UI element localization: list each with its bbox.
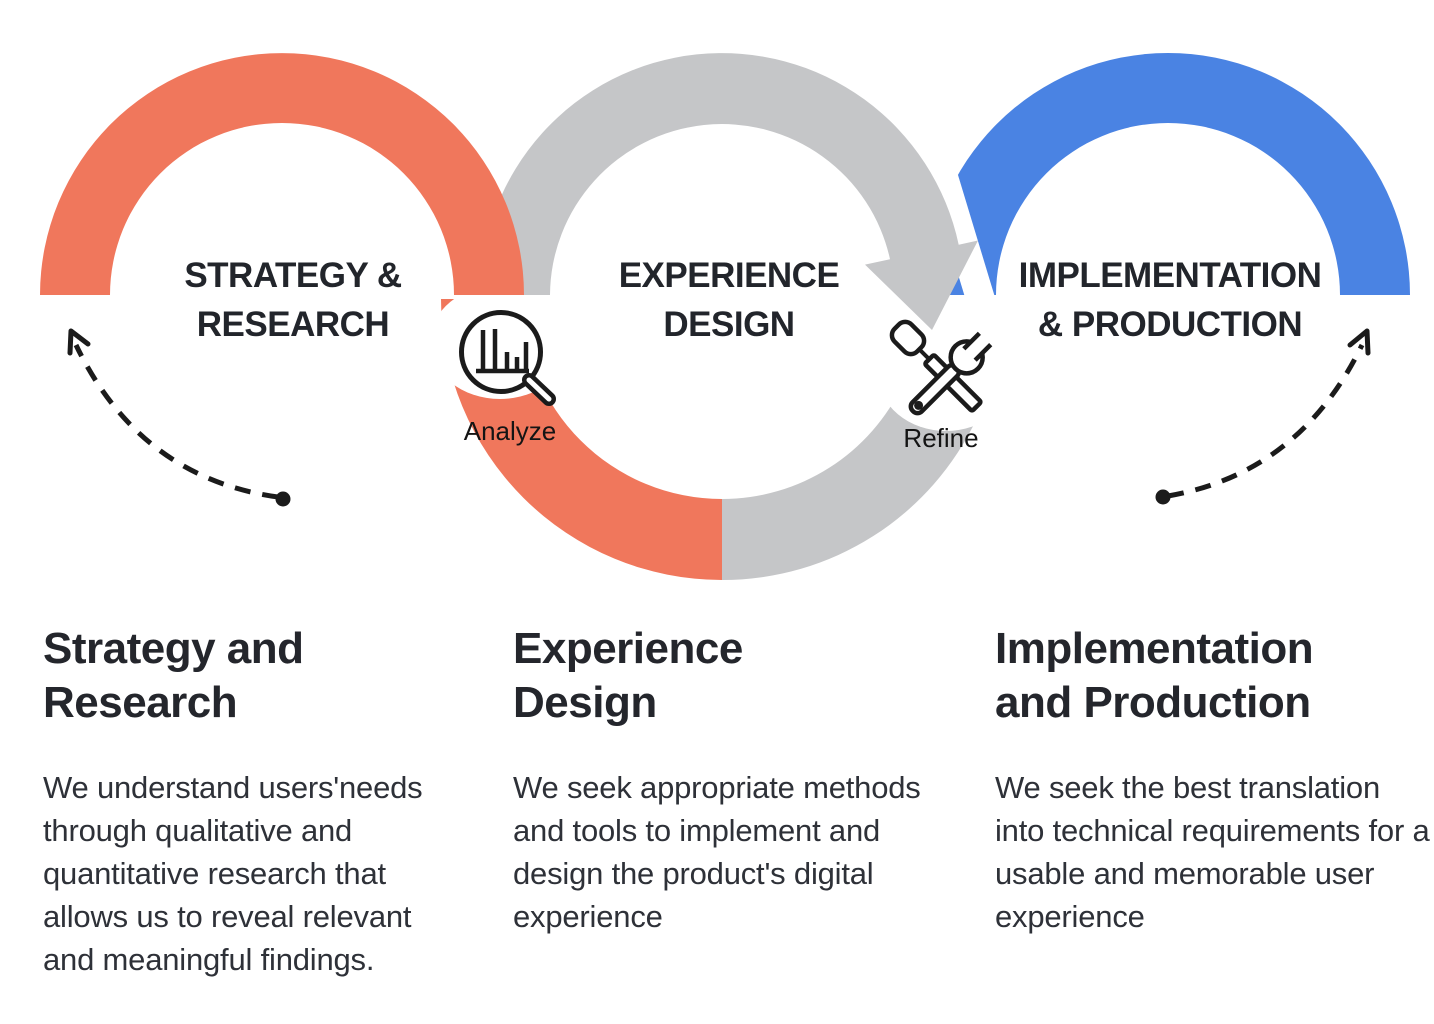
experience-arc-label-line2: DESIGN [663,305,794,344]
strategy-section-body: We understand users'needs through qualit… [43,770,423,977]
implementation-arc [926,53,1410,295]
right-feedback-arrow [1155,328,1371,505]
strategy-title-line2: Research [43,678,238,727]
crossed-tools-icon [889,319,993,416]
experience-arc-label-line1: EXPERIENCE [619,256,840,295]
implementation-section: Implementation and Production We seek the… [995,622,1434,938]
magnifier-bar-chart-icon [459,310,556,406]
experience-title-line2: Design [513,678,657,727]
analyze-label: Analyze [464,416,557,446]
implementation-section-body: We seek the best translation into techni… [995,770,1430,934]
refine-label: Refine [903,423,978,453]
experience-title-line1: Experience [513,624,743,673]
experience-section-body: We seek appropriate methods and tools to… [513,770,921,934]
implementation-section-title: Implementation and Production [995,622,1434,730]
implementation-arc-label-line2: & PRODUCTION [1038,305,1302,344]
experience-arc [480,53,978,331]
implementation-title-line1: Implementation [995,624,1314,673]
process-loop-diagram: STRATEGY & RESEARCH EXPERIENCE DESIGN IM… [40,53,1410,581]
strategy-arc [40,53,524,296]
experience-arc-tail [722,384,977,581]
implementation-arc-label-line1: IMPLEMENTATION [1019,256,1322,295]
strategy-arc-label-line1: STRATEGY & [184,256,402,295]
implementation-title-line2: and Production [995,678,1311,727]
strategy-arc-label-line2: RESEARCH [197,305,389,344]
left-feedback-arrow [67,328,291,507]
strategy-title-line1: Strategy and [43,624,304,673]
